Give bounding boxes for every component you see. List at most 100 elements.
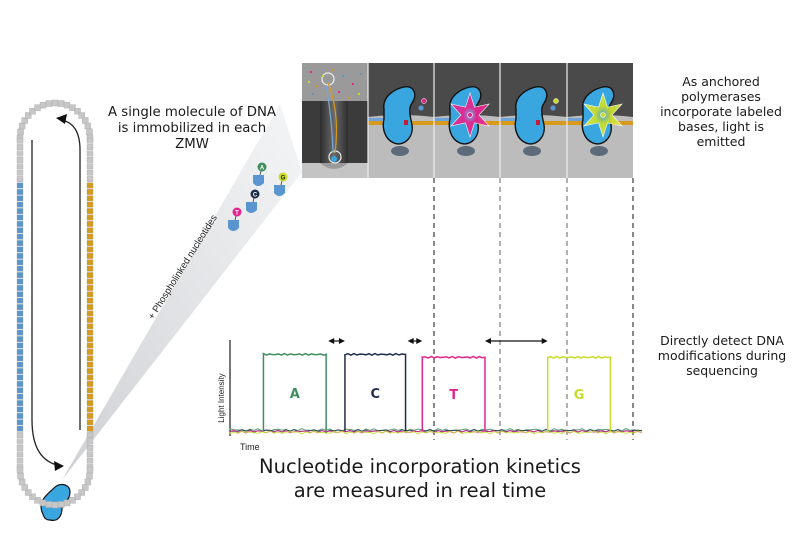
pulse-label-T: T	[449, 388, 458, 403]
strand-base-right	[86, 445, 94, 451]
adapter-base	[63, 101, 71, 109]
strand-base-right	[86, 169, 94, 176]
strand-base-left	[16, 227, 24, 234]
pulse-label-C: C	[370, 387, 380, 402]
strand-base-left	[16, 240, 24, 246]
strand-base-right	[86, 214, 94, 221]
adapter-base	[84, 478, 92, 486]
free-nucleotide	[322, 75, 324, 77]
interval-arrow	[484, 338, 548, 344]
strand-base-right	[86, 157, 94, 163]
loop-over-polymerase	[39, 499, 71, 509]
strand-base-right	[86, 291, 94, 298]
pulse-T	[421, 355, 486, 432]
strand-base-right	[86, 201, 94, 208]
adapter-base	[63, 499, 71, 507]
strand-base-right	[86, 246, 94, 253]
strand-base-left	[16, 221, 24, 227]
strand-base-right	[86, 285, 94, 291]
free-nucleotide	[338, 91, 340, 93]
free-nucleotide	[348, 97, 350, 99]
nucleotide-C: C	[246, 189, 260, 213]
strand-base-left	[16, 425, 24, 432]
inner-strand-right	[61, 119, 81, 430]
free-nucleotide	[332, 69, 334, 71]
panel-polymerase-waiting-2	[499, 63, 567, 178]
strand-base-right	[86, 361, 94, 368]
adapter-base	[78, 112, 86, 119]
strand-base-right	[86, 381, 94, 387]
free-nucleotide	[310, 71, 312, 73]
nucleotide-label: G	[281, 175, 286, 181]
incoming-nucleotide	[418, 105, 424, 111]
strand-base-right	[86, 221, 94, 227]
strand-base-right	[86, 413, 94, 419]
anchor	[457, 146, 475, 156]
strand-base-right	[86, 393, 94, 400]
strand-base-right	[86, 137, 94, 144]
adapter-base	[24, 112, 32, 119]
zmw-panels	[302, 63, 633, 178]
anchor	[590, 146, 608, 156]
strand-base-left	[16, 278, 24, 285]
strand-base-right	[86, 163, 94, 170]
strand-base-left	[16, 137, 24, 144]
strand-base-left	[16, 323, 24, 330]
strand-base-right	[86, 297, 94, 304]
adapter-base	[74, 493, 81, 501]
adapter-base	[86, 472, 93, 480]
strand-base-right	[86, 323, 94, 330]
polymerase	[382, 86, 416, 145]
strand-base-left	[16, 157, 24, 163]
strand-base-right	[86, 451, 94, 458]
adapter-base	[84, 122, 92, 130]
strand-base-right	[86, 265, 94, 272]
strand-base-right	[86, 406, 94, 413]
strand-base-left	[16, 150, 24, 157]
caption-detect-modifications: Directly detect DNA modifications during…	[657, 333, 787, 378]
strand-base-right	[86, 368, 94, 374]
zmw-well	[320, 101, 348, 163]
adapter-base	[29, 107, 36, 115]
nucleotide-label: A	[260, 165, 265, 171]
strand-base-right	[86, 400, 94, 406]
strand-base-left	[16, 457, 24, 464]
adapter-base	[82, 484, 89, 491]
strand-base-right	[86, 233, 94, 240]
strand-base-left	[16, 329, 24, 336]
strand-base-left	[16, 233, 24, 240]
strand-base-left	[16, 291, 24, 298]
strand-base-left	[16, 374, 24, 381]
adapter-base	[78, 489, 86, 496]
strand-base-left	[16, 272, 24, 278]
strand-base-right	[86, 336, 94, 342]
adapter-base	[45, 501, 53, 508]
strand-base-left	[16, 310, 24, 317]
strand-base-right	[86, 189, 94, 195]
pulse-label-A: A	[290, 387, 300, 402]
strand-base-right	[86, 317, 94, 323]
strand-base-left	[16, 406, 24, 413]
strand-base-left	[16, 445, 24, 451]
adapter-base	[74, 107, 81, 115]
free-nucleotide	[308, 81, 310, 83]
adapter-base	[29, 493, 36, 501]
panel-polymerase-waiting	[367, 63, 434, 178]
strand-base-left	[16, 259, 24, 266]
nucleotide-label: C	[253, 192, 258, 198]
free-nucleotide	[360, 73, 362, 75]
strand-base-right	[86, 342, 94, 349]
strand-base-left	[16, 368, 24, 374]
strand-base-right	[86, 310, 94, 317]
adapter-base	[16, 466, 24, 474]
strand-base-right	[86, 419, 94, 426]
anchor	[391, 146, 409, 156]
strand-base-right	[86, 240, 94, 246]
strand-base-left	[16, 355, 24, 362]
adapter-base	[21, 117, 28, 124]
pulse-label-G: G	[574, 388, 585, 403]
adapter-base	[51, 501, 59, 509]
strand-base-left	[16, 208, 24, 214]
